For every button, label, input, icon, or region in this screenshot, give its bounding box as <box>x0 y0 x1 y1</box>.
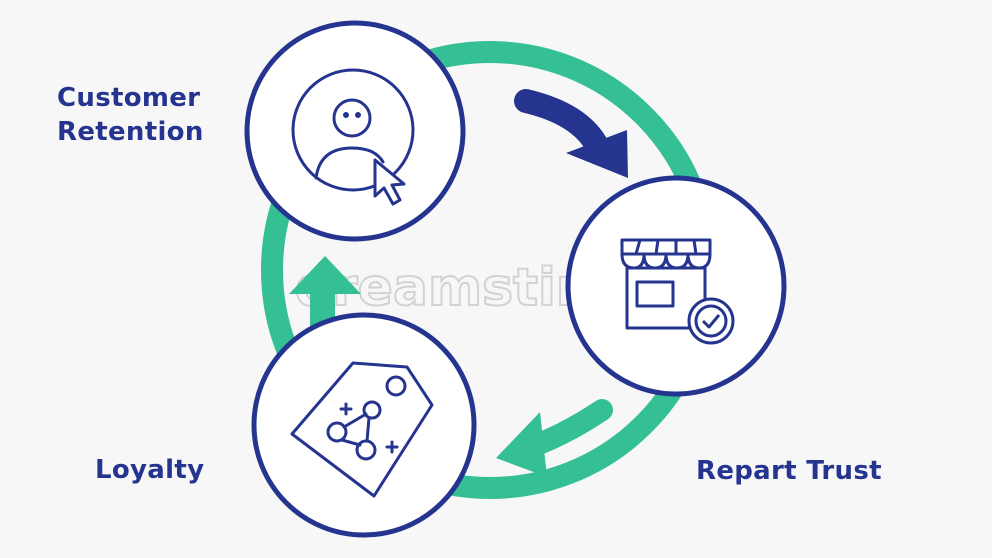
node-loyalty <box>251 312 477 538</box>
price-tag-icon <box>290 361 434 498</box>
label-loyalty: Loyalty <box>95 453 204 487</box>
label-trust-line-1: Repart Trust <box>696 456 882 486</box>
shop-check-icon <box>620 238 735 345</box>
node-retention <box>244 20 466 242</box>
label-loyalty-line-1: Loyalty <box>95 455 205 485</box>
arrow-trust-to-loyalty <box>496 399 613 477</box>
arrow-retention-to-trust <box>514 89 628 178</box>
label-retention-line-2: Retention <box>57 117 204 147</box>
user-cursor-icon <box>291 68 415 206</box>
label-retention-line-1: Customer <box>57 83 201 113</box>
node-trust <box>565 175 787 397</box>
label-retention: Customer Retention <box>57 81 204 149</box>
label-trust: Repart Trust <box>696 454 882 488</box>
